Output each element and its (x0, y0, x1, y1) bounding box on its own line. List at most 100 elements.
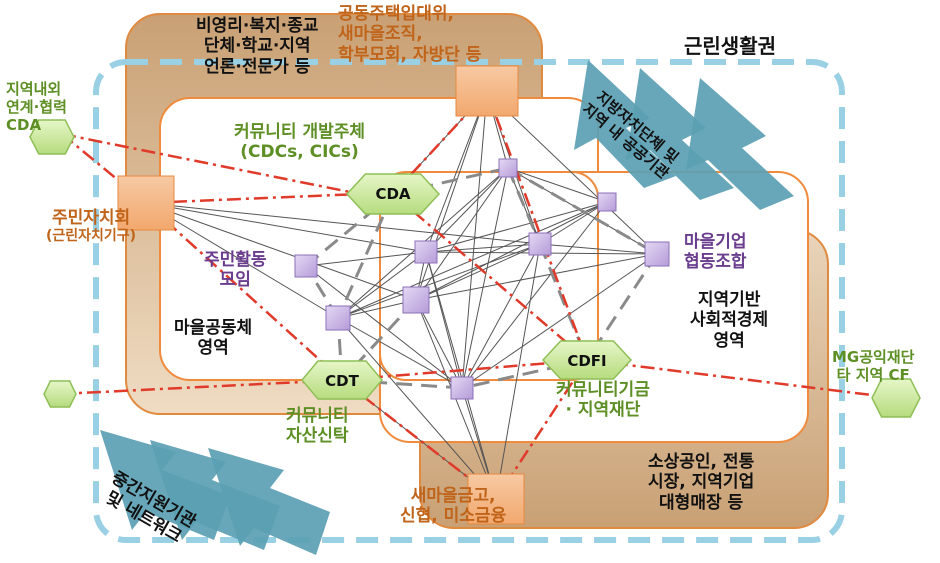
link-line (415, 299, 463, 389)
link-line (415, 91, 488, 301)
actor-node (528, 232, 552, 256)
link-line (461, 201, 608, 389)
community-fund-line-1: 커뮤니티기금 (556, 380, 650, 400)
actor-node (414, 240, 438, 264)
finance-label: 새마을금고, 신협, 미소금융 (400, 486, 506, 527)
village-community-label: 마을공동체 영역 (174, 318, 252, 359)
link-line (425, 91, 488, 253)
asset-trust-line-1: 커뮤니티 (286, 406, 349, 426)
local-gov-arrows (574, 60, 794, 210)
cda-hexagon (345, 173, 441, 215)
link-line (415, 201, 608, 301)
link-line (145, 202, 541, 245)
link-line (336, 193, 395, 319)
overlap-outline (379, 171, 599, 381)
link-line (145, 192, 361, 205)
link-line (337, 317, 463, 389)
finance-line-2: 신협, 미소금융 (400, 506, 507, 527)
actor-node (644, 241, 670, 267)
outside-cda-line-2: 연계·협력 (6, 98, 67, 116)
outside-cda-label: 지역내외 연계·협력 CDA (6, 80, 67, 134)
cda-node-label: CDA (375, 185, 410, 203)
intermediary-arrows (100, 430, 330, 555)
link-line (305, 251, 427, 267)
link-line (507, 167, 608, 203)
link-line (425, 251, 497, 500)
link-line (461, 91, 488, 389)
village-enterprise-line-2: 협동조합 (684, 252, 747, 273)
actor-node (498, 158, 518, 178)
mg-foundation-line-1: MG공익재단 (832, 348, 915, 366)
dev-actor-line-1: 커뮤니티 개발주체 (234, 122, 366, 142)
link-line (507, 166, 658, 256)
village-community-line-2: 영역 (197, 338, 229, 359)
social-economy-line-3: 영역 (713, 330, 745, 351)
asset-trust-label: 커뮤니티 자산신탁 (286, 406, 349, 447)
housing-org-box (455, 65, 519, 117)
network-links (145, 91, 658, 500)
civil-org-line-3: 언론·전문가 등 (204, 56, 311, 77)
mg-foundation-line-2: 타 지역 CF (836, 366, 910, 384)
merchants-line-2: 시장, 지역기업 (648, 472, 755, 493)
link-line (341, 358, 588, 382)
neighborhood-boundary (93, 59, 845, 543)
actor-nodes (294, 158, 670, 400)
outside-cda-line-1: 지역내외 (6, 80, 62, 98)
link-line (586, 358, 897, 400)
link-line (486, 91, 658, 255)
actor-node (294, 254, 318, 278)
link-line (392, 193, 588, 361)
civil-org-line-2: 단체·학교·지역 (203, 36, 311, 57)
finance-box (467, 473, 525, 525)
housing-line-3: 학부모회, 자방단 등 (338, 44, 482, 65)
link-line (337, 243, 541, 319)
link-line (415, 253, 658, 301)
link-line (59, 378, 343, 396)
cdt-node-label: CDT (325, 372, 359, 390)
dev-actor-label: 커뮤니티 개발주체 (CDCs, CICs) (234, 122, 365, 163)
hub-nodes (29, 119, 921, 418)
merchants-line-1: 소상공인, 전통 (648, 452, 755, 472)
housing-line-2: 새마을조직, (338, 24, 423, 45)
link-line (539, 243, 658, 255)
dev-actor-line-2: (CDCs, CICs) (240, 142, 359, 163)
actor-node (402, 286, 430, 314)
community-fund-line-2: · 지역재단 (565, 400, 641, 421)
link-line (461, 167, 509, 389)
mg-foundation-hexagon (871, 378, 921, 418)
link-line (145, 202, 417, 301)
link-line (506, 167, 542, 245)
merchants-line-3: 대형매장 등 (659, 492, 744, 513)
village-enterprise-label: 마을기업 협동조합 (684, 232, 747, 273)
outside-cda-hexagon (29, 119, 75, 155)
link-line (495, 243, 541, 500)
social-economy-label: 지역기반 사회적경제 영역 (690, 290, 768, 351)
cdfi-node-label: CDFI (567, 352, 606, 370)
actor-node (325, 305, 351, 331)
link-line (337, 201, 608, 319)
resident-club-label: 주민활동 모임 (204, 250, 267, 291)
mg-foundation-label: MG공익재단 타 지역 CF (832, 348, 914, 384)
housing-line-1: 공동주택입대위, (338, 4, 454, 24)
resident-council-box (117, 175, 175, 231)
link-line (337, 251, 427, 319)
link-line (392, 166, 509, 196)
housing-org-label: 공동주택입대위, 새마을조직, 학부모회, 자방단 등 (338, 4, 481, 65)
link-line (145, 202, 427, 253)
resident-council-label: 주민자치회 (근린자치기구) (46, 208, 136, 245)
link-line (461, 243, 541, 389)
actor-node (597, 192, 617, 212)
community-fund-label: 커뮤니티기금 · 지역재단 (556, 380, 650, 421)
resident-council-line-2: (근린자치기구) (46, 228, 137, 245)
resident-club-line-2: 모임 (219, 270, 251, 291)
cdt-hexagon (301, 360, 383, 400)
outside-link-hexagon (43, 380, 77, 408)
resident-club-line-1: 주민활동 (204, 250, 267, 270)
village-enterprise-line-1: 마을기업 (684, 232, 747, 252)
link-line (461, 358, 588, 390)
link-line (461, 253, 658, 389)
link-line (425, 201, 608, 253)
cdfi-hexagon (541, 340, 633, 380)
